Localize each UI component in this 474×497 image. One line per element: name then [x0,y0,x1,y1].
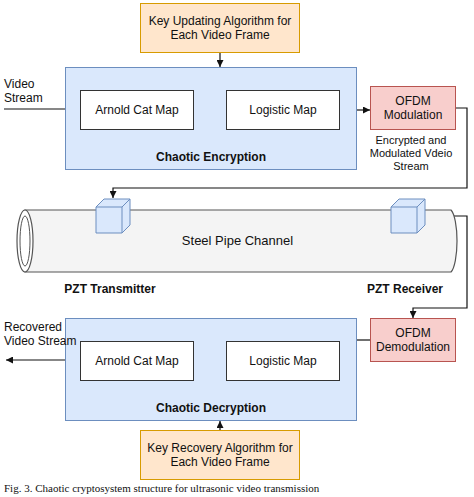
transducer-label: PZT Transmitter [45,282,175,296]
flow-label: Recovered Video Stream [4,320,84,349]
demodulation-box: OFDM Demodulation [370,318,456,362]
process-box: Logistic Map [226,90,340,130]
pzt-receiver: PZT Receiver [390,198,426,234]
pzt-cube [95,198,131,234]
box-label: Arnold Cat Map [95,103,178,117]
pzt-transmitter: PZT Transmitter [95,198,131,234]
key-update-box: Key Updating Algorithm for Each Video Fr… [140,3,300,53]
process-box: Arnold Cat Map [80,341,194,381]
box-label: OFDM Modulation [377,94,449,123]
modulation-box: OFDM Modulation [370,86,456,130]
region-heading: Chaotic Decryption [66,401,356,415]
box-label: OFDM Demodulation [376,326,450,355]
region-heading: Chaotic Encryption [66,150,356,164]
process-box: Arnold Cat Map [80,90,194,130]
flow-label: Video Stream [4,77,66,106]
flow-arrow [219,421,220,430]
channel-label: Steel Pipe Channel [182,233,293,249]
box-label: Arnold Cat Map [95,354,178,368]
process-box: Logistic Map [226,341,340,381]
key-recovery-box: Key Recovery Algorithm for Each Video Fr… [140,430,300,480]
flow-label: Encrypted and Modulated Vdeio Stream [362,134,460,174]
figure-caption: Fig. 3. Chaotic cryptosystem structure f… [4,482,319,494]
box-label: Key Updating Algorithm for Each Video Fr… [147,14,293,43]
transducer-label: PZT Receiver [350,282,460,296]
box-label: Logistic Map [249,354,316,368]
box-label: Key Recovery Algorithm for Each Video Fr… [147,441,293,470]
decryption-region: Chaotic Decryption Logistic Map Arnold Cat… [65,318,357,421]
box-label: Logistic Map [249,103,316,117]
pzt-cube [390,198,426,234]
flow-arrow [219,53,220,67]
encryption-region: Chaotic Encryption Arnold Cat Map Logistic… [65,67,357,170]
